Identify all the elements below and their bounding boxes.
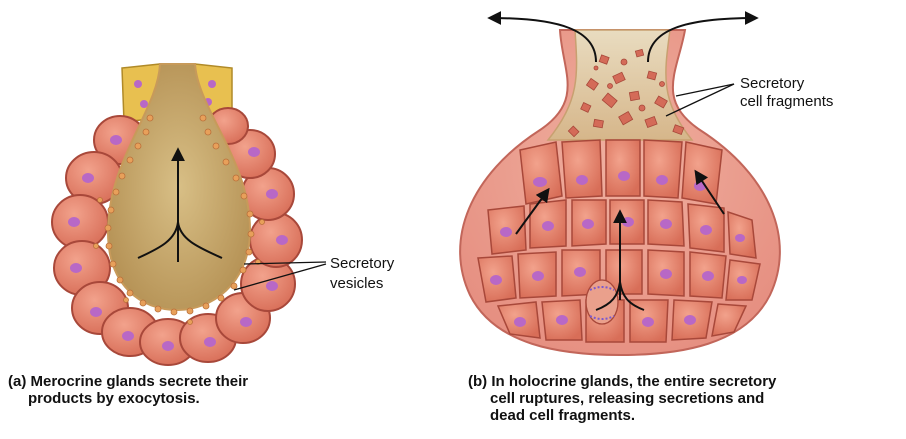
fragments-label-line1: Secretory [740, 75, 805, 92]
caption-holocrine: (b) In holocrine glands, the entire secr… [468, 373, 904, 424]
caption-merocrine-line1: (a) Merocrine glands secrete their [8, 373, 388, 390]
caption-holocrine-line2: cell ruptures, releasing secretions and [468, 390, 904, 407]
vesicles-label-line1: Secretory [330, 255, 395, 272]
vesicles-label-line2: vesicles [330, 275, 383, 292]
holocrine-gland: Secretory cell fragments [460, 18, 833, 355]
fragments-label-line2: cell fragments [740, 93, 833, 110]
caption-merocrine: (a) Merocrine glands secrete their produ… [8, 373, 388, 407]
caption-holocrine-line1: (b) In holocrine glands, the entire secr… [468, 373, 904, 390]
caption-merocrine-line2: products by exocytosis. [8, 390, 388, 407]
merocrine-gland: Secretory vesicles [52, 64, 395, 365]
dividing-cell [586, 280, 618, 324]
fragments-leader-2 [666, 84, 734, 116]
fragments-leader-1 [676, 84, 734, 96]
caption-holocrine-line3: dead cell fragments. [468, 407, 904, 424]
